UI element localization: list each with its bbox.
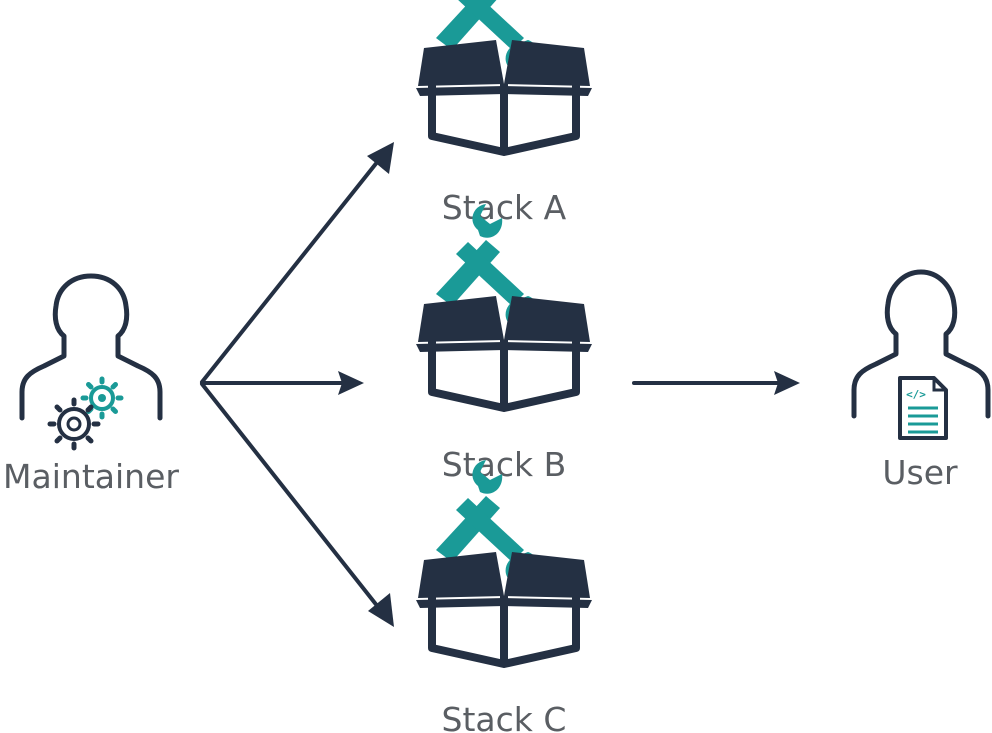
arrow-to-stack-a	[200, 154, 384, 384]
arrowheads	[338, 142, 800, 627]
stack-a-label: Stack A	[442, 188, 567, 227]
arrow-to-stack-c	[200, 382, 384, 614]
arrowhead-stack-c	[368, 593, 394, 627]
user-document-person-icon: </>	[851, 269, 991, 440]
stack-b-toolbox-icon	[416, 204, 592, 408]
maintainer-label: Maintainer	[3, 457, 179, 496]
stack-c-toolbox-icon	[416, 460, 592, 664]
arrows	[200, 154, 788, 614]
stack-a-toolbox-icon	[416, 0, 592, 152]
code-glyph: </>	[906, 388, 926, 401]
arrowhead-stack-a	[367, 142, 394, 174]
user-label: User	[882, 453, 958, 492]
maintainer-gear-person-icon	[19, 273, 163, 451]
stack-c-label: Stack C	[442, 700, 567, 733]
stack-b-label: Stack B	[442, 445, 567, 484]
arrowhead-stack-b	[338, 371, 364, 395]
arrowhead-user	[774, 371, 800, 395]
